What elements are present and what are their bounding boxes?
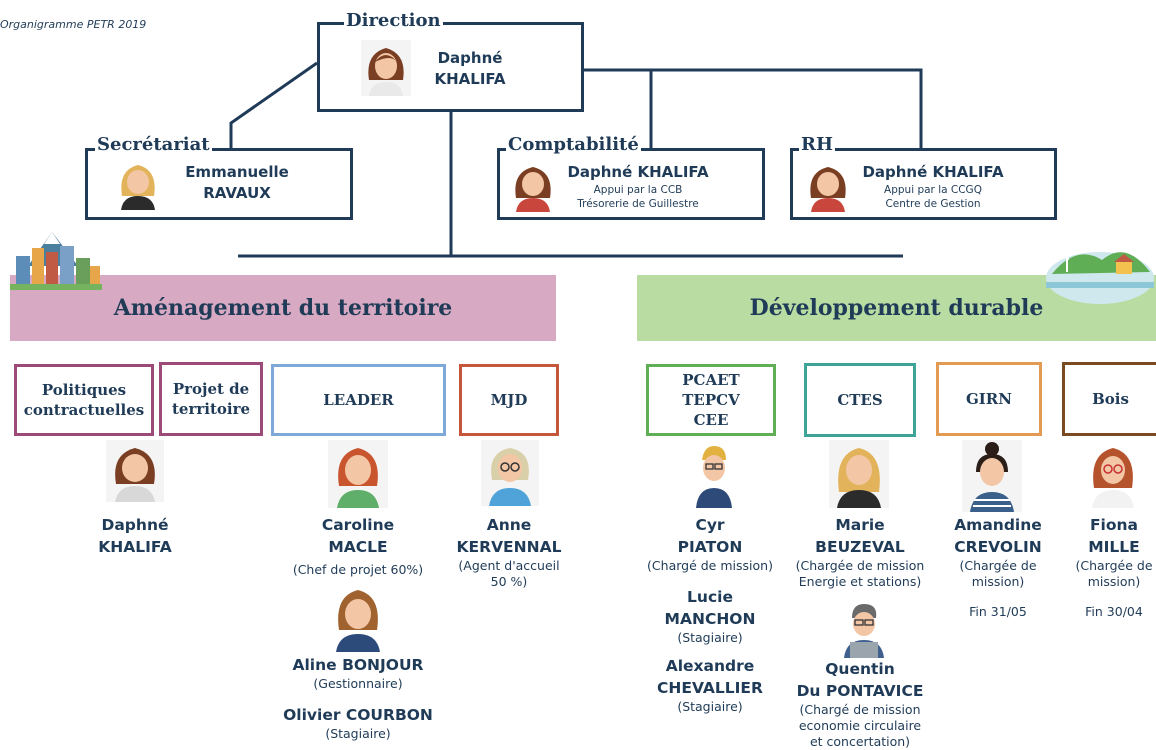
woman-brown-hair-icon — [810, 167, 846, 212]
rh-note-2: Centre de Gestion — [885, 198, 981, 210]
rh-avatar — [803, 160, 853, 216]
fiona-end-date: Fin 30/04 — [1085, 604, 1143, 619]
city-illustration — [8, 226, 104, 296]
secretariat-person-name: Emmanuelle RAVAUX — [185, 163, 289, 202]
rh-person-name: Daphné KHALIFA — [862, 163, 1004, 181]
person-anne: Anne KERVENNAL (Agent d'accueil 50 %) — [456, 516, 562, 589]
rh-label: RH — [799, 134, 835, 156]
direction-avatar — [361, 40, 411, 100]
avatar-marie — [829, 440, 889, 512]
woman-brown-hair-icon — [106, 440, 164, 502]
avatar-quentin — [836, 600, 892, 662]
woman-brown-hair-icon — [515, 167, 551, 212]
rh-text: Daphné KHALIFA Appui par la CCGQ Centre … — [856, 162, 1010, 211]
landscape-wind-turbines-icon — [1046, 241, 1154, 304]
woman-brown-bun-icon — [336, 590, 380, 652]
comptabilite-note-2: Trésorerie de Guillestre — [577, 198, 699, 210]
person-caroline: Caroline MACLE (Chef de projet 60%) — [292, 516, 424, 577]
service-ctes: CTES — [804, 363, 916, 437]
service-leader: LEADER — [271, 364, 446, 436]
avatar-amandine — [962, 440, 1022, 516]
nature-illustration — [1046, 226, 1154, 310]
person-daphne: Daphné KHALIFA — [98, 516, 172, 556]
direction-label: Direction — [344, 10, 443, 32]
woman-dark-bun-icon — [962, 440, 1022, 512]
person-lucie: Lucie MANCHON (Stagiaire) — [664, 588, 756, 645]
secretariat-avatar — [113, 158, 163, 214]
developpement-title: Développement durable — [749, 295, 1044, 321]
man-laptop-icon — [844, 604, 884, 658]
person-quentin: Quentin Du PONTAVICE (Chargé de mission … — [796, 660, 924, 749]
avatar-caroline — [328, 440, 388, 512]
avatar-daphne — [106, 440, 164, 506]
person-olivier: Olivier COURBON (Stagiaire) — [283, 706, 433, 741]
woman-brown-hair-icon — [361, 40, 411, 96]
secretariat-label: Secrétariat — [95, 134, 212, 156]
woman-blonde-hair-icon — [829, 440, 889, 508]
service-mjd: MJD — [459, 364, 559, 436]
woman-red-glasses-icon — [1092, 448, 1134, 508]
person-aline: Aline BONJOUR (Gestionnaire) — [292, 656, 424, 691]
comptabilite-label: Comptabilité — [506, 134, 641, 156]
developpement-banner: Développement durable — [637, 275, 1156, 341]
woman-red-hair-icon — [328, 440, 388, 508]
comptabilite-text: Daphné KHALIFA Appui par la CCB Trésorer… — [560, 162, 716, 211]
direction-person-name: Daphné KHALIFA — [434, 49, 506, 88]
city-buildings-icon — [10, 232, 102, 290]
avatar-anne — [481, 440, 539, 510]
service-girn: GIRN — [936, 362, 1042, 436]
comptabilite-person-name: Daphné KHALIFA — [567, 163, 709, 181]
person-fiona: Fiona MILLE (Chargée de mission) Fin 30/… — [1072, 514, 1156, 620]
avatar-cyr — [686, 440, 742, 512]
service-bois: Bois — [1062, 362, 1156, 436]
person-alexandre: Alexandre CHEVALLIER (Stagiaire) — [657, 657, 763, 714]
chart-caption: Organigramme PETR 2019 — [0, 18, 147, 31]
woman-glasses-icon — [481, 440, 539, 506]
amandine-end-date: Fin 31/05 — [969, 604, 1027, 619]
woman-blonde-hair-icon — [121, 165, 155, 210]
comptabilite-note-1: Appui par la CCB — [593, 184, 683, 196]
man-glasses-icon — [696, 446, 732, 508]
avatar-aline — [328, 582, 388, 656]
person-cyr: Cyr PIATON (Chargé de mission) — [647, 516, 773, 573]
person-marie: Marie BEUZEVAL (Chargée de mission Energ… — [795, 516, 925, 589]
avatar-fiona — [1084, 440, 1142, 512]
comptabilite-avatar — [508, 160, 558, 216]
rh-note-1: Appui par la CCGQ — [884, 184, 982, 196]
person-amandine: Amandine CREVOLIN (Chargée de mission) F… — [940, 514, 1056, 620]
amenagement-title: Aménagement du territoire — [113, 295, 453, 321]
